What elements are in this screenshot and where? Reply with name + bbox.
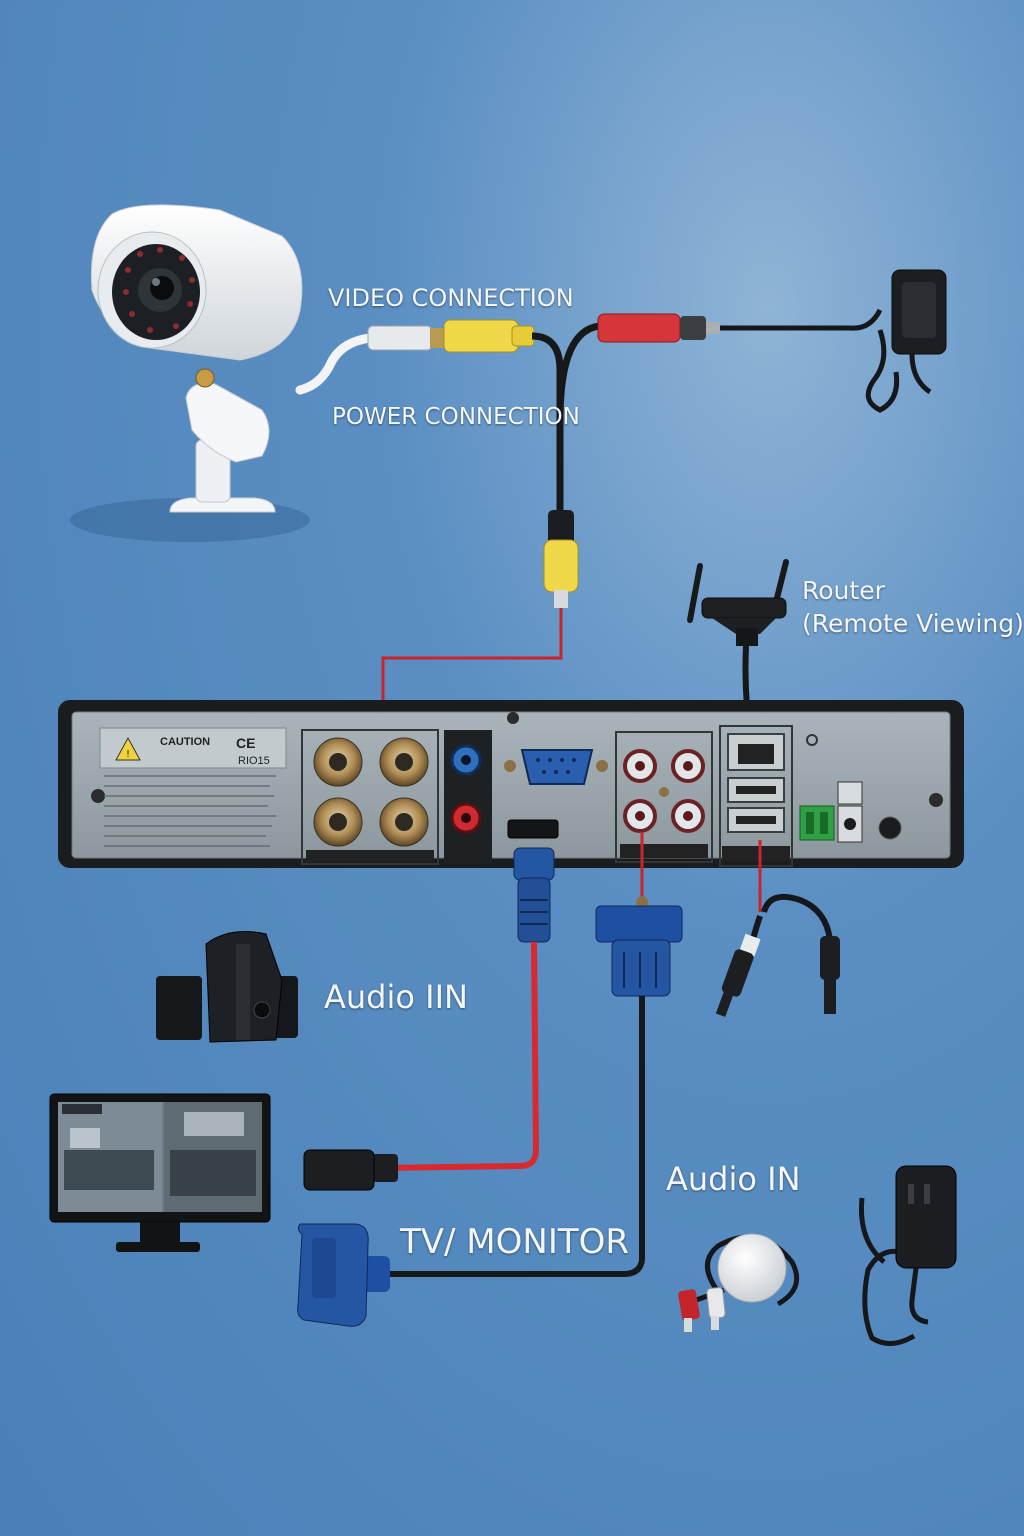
bnc-input-2: [379, 737, 429, 787]
router-label: Router (Remote Viewing): [802, 574, 1024, 640]
camera-bnc-plug: [367, 325, 433, 351]
model-number: RIO15: [238, 755, 270, 767]
power-connector: [597, 313, 720, 343]
video-wire-to-dvr: [381, 608, 563, 730]
power-adapter-icon: [891, 269, 947, 395]
black-cable-split: [531, 332, 564, 510]
fine-print-block: [104, 775, 276, 847]
vga-port: [520, 749, 594, 785]
monitor-icon: [49, 1093, 271, 1252]
video-connector: [443, 319, 535, 353]
camera-cable: [295, 333, 375, 395]
bnc-input-4: [379, 797, 429, 847]
ground-screw: [878, 816, 902, 840]
rca-out-jacks: [623, 749, 705, 833]
audio-in-label-1: Audio IIN: [324, 978, 468, 1016]
rca-splitter-icon: [715, 894, 840, 1017]
bnc-input-3: [313, 797, 363, 847]
hdmi-end-plug: [303, 1149, 398, 1191]
tv-monitor-label: TV/ MONITOR: [400, 1222, 630, 1262]
cctv-camera-icon: [70, 204, 310, 542]
yellow-rca-plug: [543, 510, 579, 608]
power-connection-label: POWER CONNECTION: [332, 404, 580, 430]
vga-end-plug: [297, 1223, 390, 1327]
microphone-icon: [156, 931, 298, 1043]
vga-plug-icon: [595, 896, 683, 997]
router-label-line2: (Remote Viewing): [802, 609, 1024, 638]
dvr-box-icon: ! CAUTION CE RIO15: [58, 700, 964, 868]
audio-mic-icon: [678, 1233, 800, 1332]
bnc-input-1: [313, 737, 363, 787]
audio-in-label-2: Audio IN: [666, 1160, 801, 1198]
video-connection-label: VIDEO CONNECTION: [328, 284, 574, 312]
hdmi-cable: [379, 941, 540, 1171]
power-branch-cable: [556, 322, 601, 421]
power-adapter-cable: [720, 308, 883, 331]
hdmi-plug-icon: [513, 847, 555, 943]
router-icon: [687, 559, 789, 646]
svg-text:!: !: [127, 749, 130, 760]
alarm-terminal: [799, 805, 835, 841]
caution-text: CAUTION: [160, 736, 210, 748]
router-label-line1: Router: [802, 576, 885, 605]
wall-adapter-icon: [858, 1165, 957, 1346]
ce-mark: CE: [236, 735, 255, 751]
vga-cable: [380, 996, 645, 1277]
hdmi-port: [507, 819, 559, 839]
